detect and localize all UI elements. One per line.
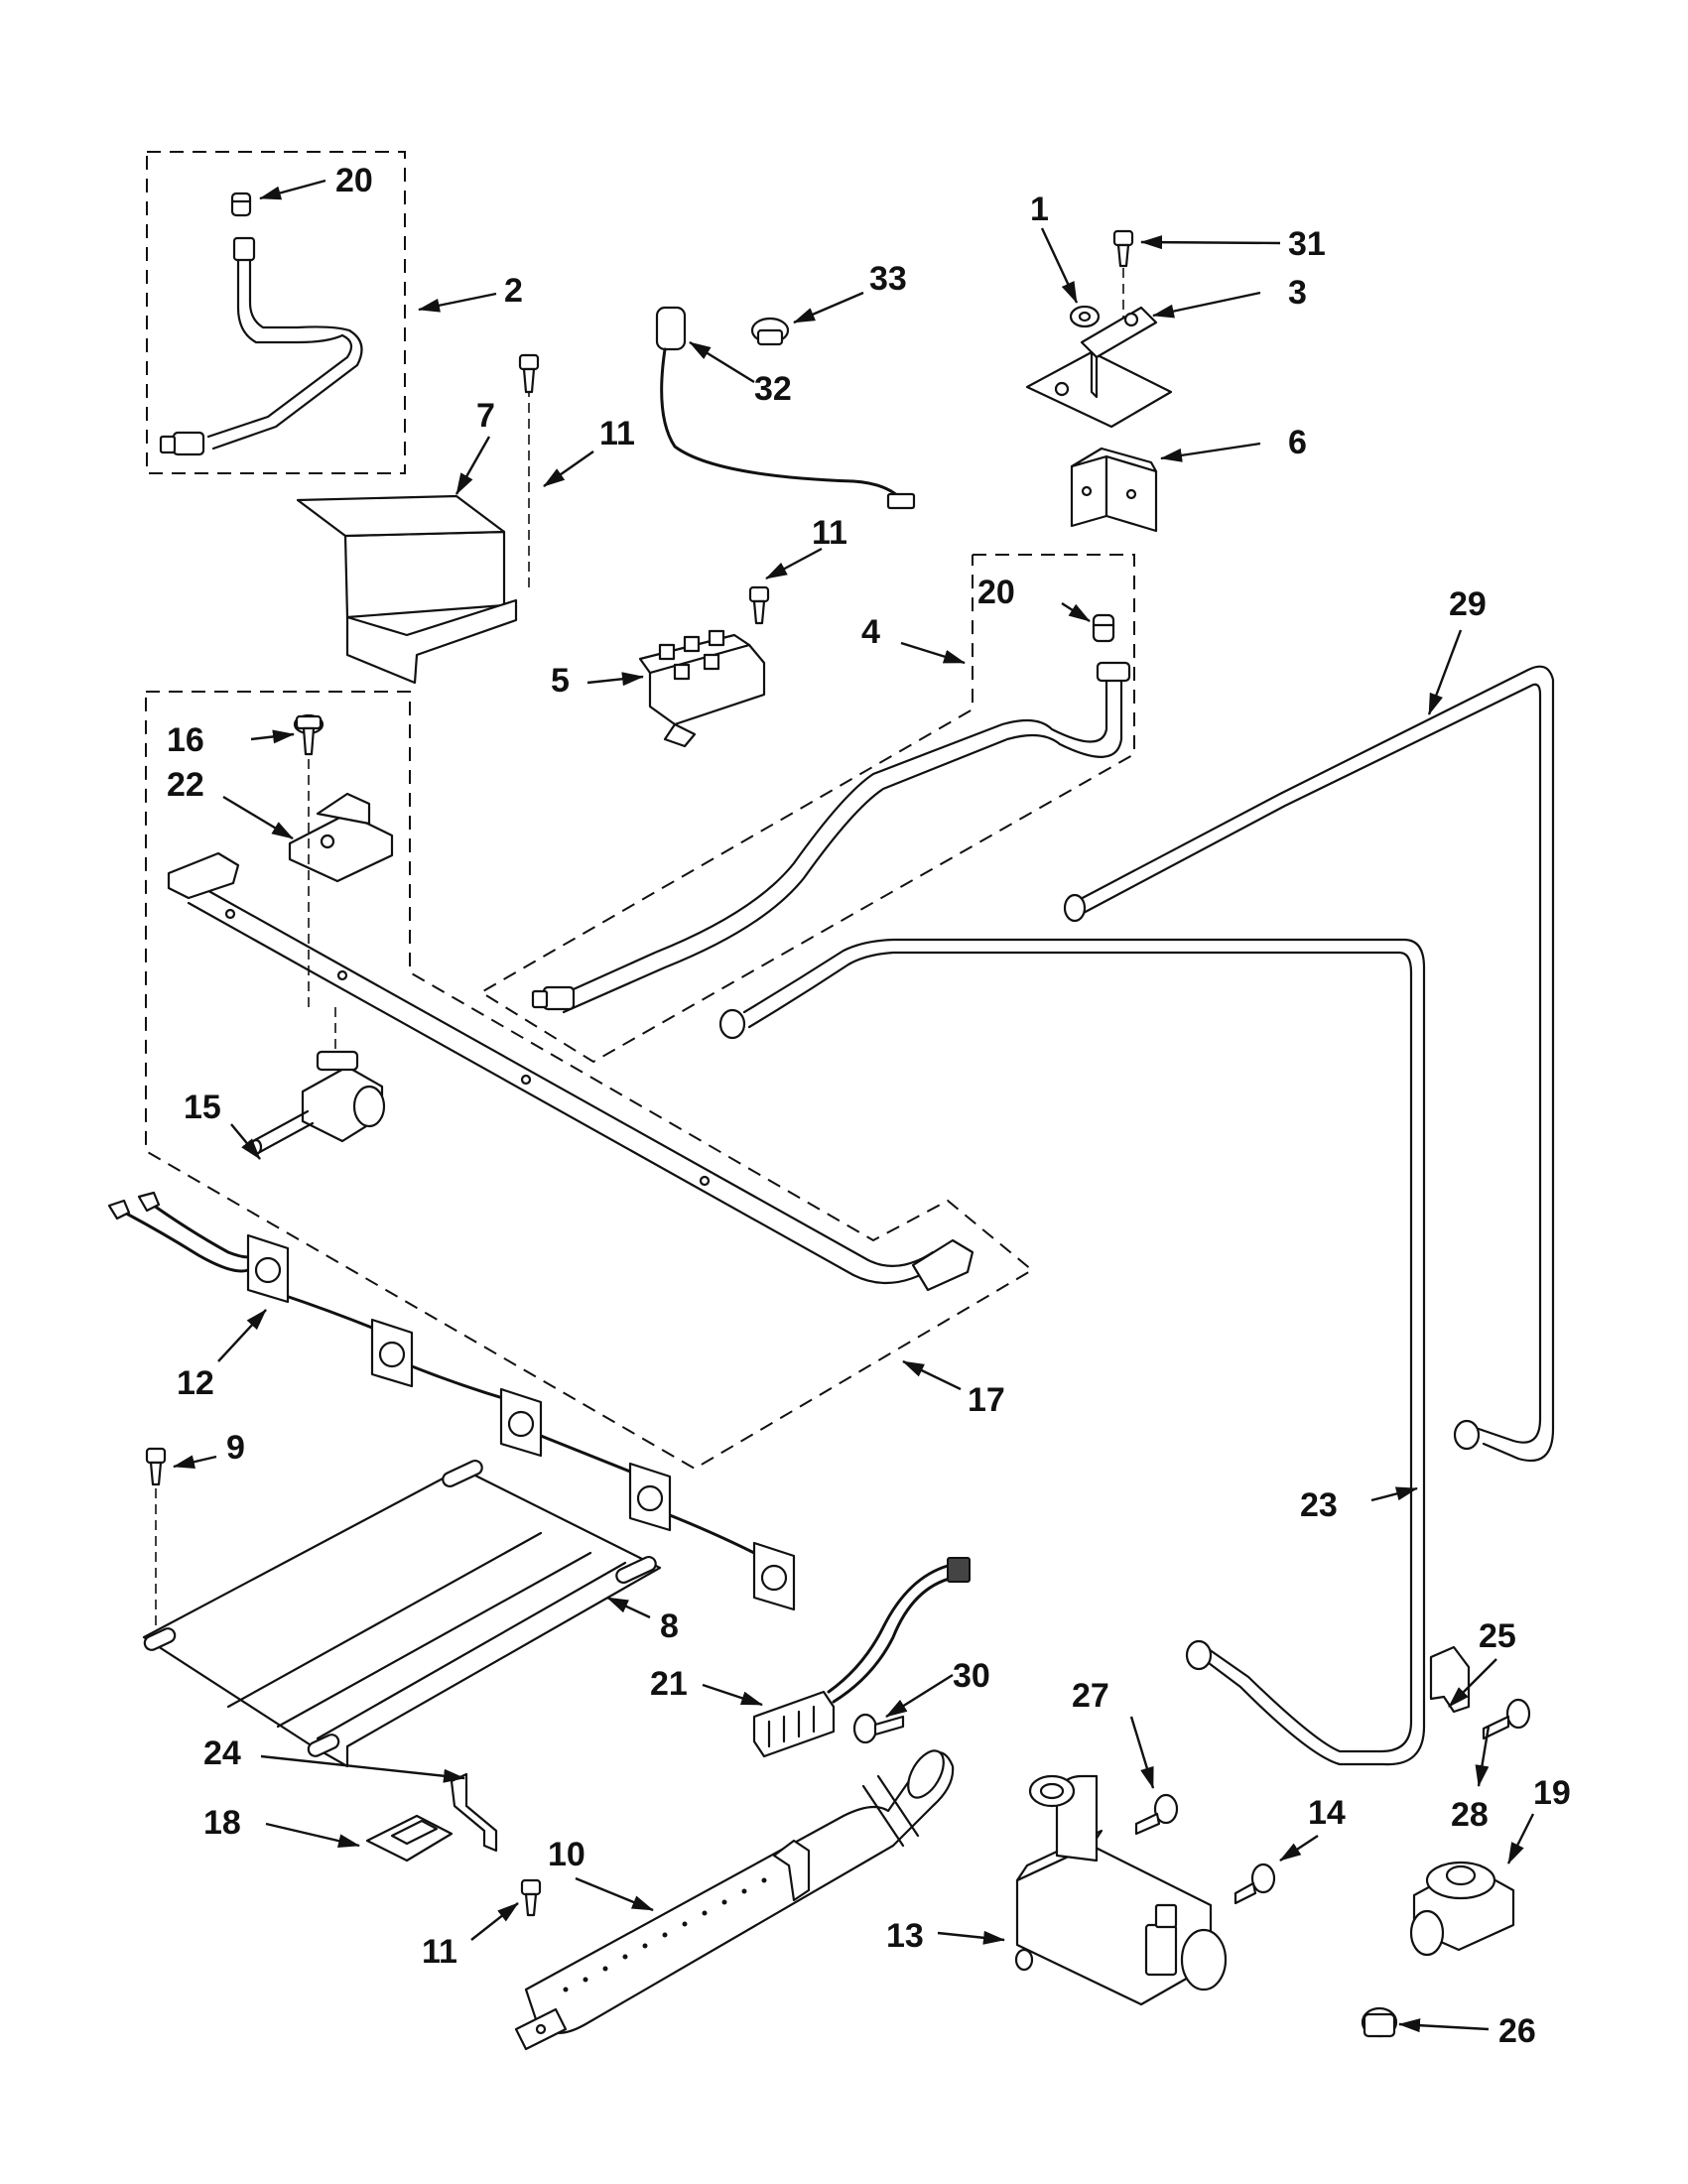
callout-22: 22: [167, 766, 204, 804]
part-13-regulator: [1014, 1774, 1228, 2006]
callout-32: 32: [754, 370, 792, 408]
callout-9: 9: [226, 1429, 245, 1467]
part-3-bracket: [1025, 306, 1173, 429]
part-29-gas-tube: [1063, 665, 1555, 1463]
callout-19: 19: [1533, 1774, 1571, 1812]
part-22-bracket: [288, 792, 394, 883]
part-14-screw: [1234, 1863, 1276, 1905]
callout-16: 16: [167, 721, 204, 759]
callout-24: 24: [203, 1734, 241, 1772]
callout-23: 23: [1300, 1486, 1338, 1524]
part-6-bracket: [1070, 447, 1158, 533]
callout-10: 10: [548, 1836, 585, 1873]
part-25-clip: [1429, 1645, 1471, 1714]
callout-5: 5: [551, 662, 570, 700]
part-19-valve: [1409, 1861, 1515, 1957]
part-7-shield: [296, 387, 530, 685]
callout-30: 30: [953, 1657, 990, 1695]
callout-7: 7: [476, 397, 495, 435]
callout-29: 29: [1449, 585, 1487, 623]
callout-31: 31: [1288, 225, 1326, 263]
part-11-screw-a: [518, 353, 540, 394]
callout-11c: 11: [422, 1933, 457, 1971]
callout-4: 4: [861, 613, 880, 651]
callout-11b: 11: [812, 514, 847, 552]
part-20-orifice-cap: [230, 192, 252, 217]
part-16-screw: [293, 713, 336, 1067]
part-33-grommet: [750, 317, 790, 346]
part-10-burner: [514, 1749, 955, 2051]
part-17-rail: [167, 851, 974, 1292]
part-1-nut: [1069, 305, 1101, 328]
callout-28: 28: [1451, 1796, 1489, 1834]
part-23-gas-tube: [718, 938, 1426, 1766]
part-20-orifice-cap-b: [1092, 613, 1115, 643]
callout-27: 27: [1072, 1677, 1109, 1715]
part-24-clip: [450, 1772, 498, 1853]
callout-labels: 20 2 1 31 3 6 33 32 7 11 11 5 4 20 29 16…: [167, 162, 1571, 2050]
part-8-plate: [142, 1459, 662, 1768]
callout-2: 2: [504, 272, 523, 310]
callout-3: 3: [1288, 274, 1307, 312]
callout-14: 14: [1308, 1794, 1346, 1832]
callout-21: 21: [650, 1665, 688, 1703]
part-32-electrode: [655, 306, 916, 510]
callout-20a: 20: [335, 162, 373, 199]
callout-25: 25: [1479, 1617, 1516, 1655]
callout-6: 6: [1288, 424, 1307, 461]
part-11-screw-c: [520, 1878, 542, 1917]
part-12-switch-harness: [107, 1191, 796, 1611]
part-18-clip: [365, 1814, 454, 1863]
group-box-4: [479, 554, 1135, 1064]
callout-26: 26: [1498, 2012, 1536, 2050]
callout-8: 8: [660, 1607, 679, 1645]
callout-33: 33: [869, 260, 907, 298]
callout-18: 18: [203, 1804, 241, 1842]
callout-1: 1: [1030, 191, 1049, 228]
part-11-screw-b: [748, 585, 770, 625]
callout-17: 17: [968, 1381, 1005, 1419]
part-27-screw: [1134, 1793, 1179, 1836]
callout-13: 13: [886, 1917, 924, 1955]
part-30-screw: [852, 1713, 905, 1744]
callout-12: 12: [177, 1364, 214, 1402]
part-28-screw: [1482, 1698, 1531, 1740]
group-box-17: [145, 691, 1034, 1471]
part-26-fitting: [1361, 2006, 1398, 2038]
callout-15: 15: [184, 1089, 221, 1126]
part-4-manifold-tube: [531, 661, 1131, 1014]
part-21-ignitor: [752, 1557, 971, 1758]
callout-20b: 20: [977, 574, 1015, 611]
part-9-screw: [145, 1447, 167, 1637]
leaders: [173, 179, 1535, 2033]
burner-ports: [563, 1877, 767, 1992]
callout-11a: 11: [599, 415, 635, 452]
group-box-2: [146, 151, 406, 474]
part-5-spark-module: [638, 629, 766, 748]
part-15-valve: [249, 1050, 386, 1156]
part-2-gas-tube: [159, 236, 363, 456]
